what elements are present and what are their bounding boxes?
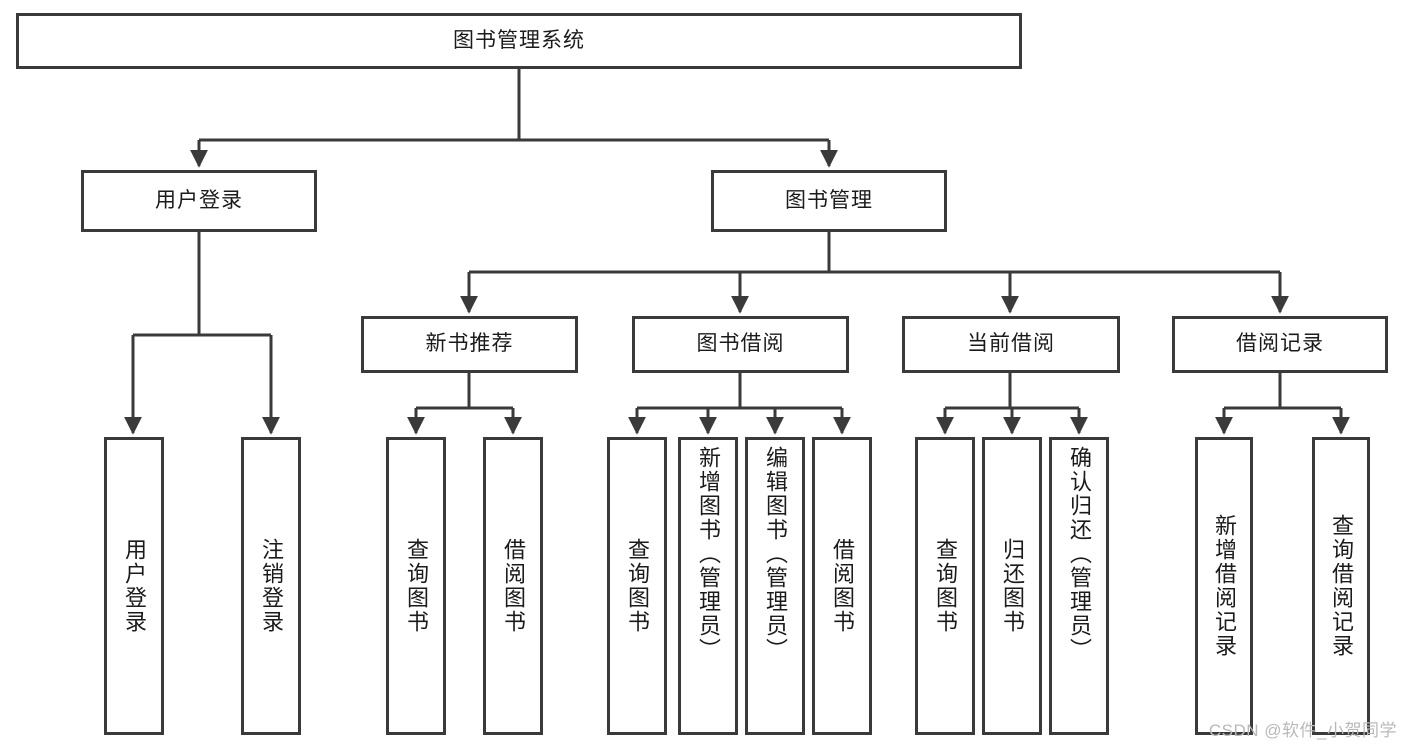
node-current-borrow[interactable]: 当前借阅 xyxy=(902,316,1120,373)
leaf-query-book-current[interactable]: 查询图书 xyxy=(915,437,975,735)
leaf-return-book[interactable]: 归还图书 xyxy=(982,437,1042,735)
node-user-login-label: 用户登录 xyxy=(155,188,243,212)
leaf-add-borrow-record-label: 新增借阅记录 xyxy=(1211,514,1237,658)
node-book-management[interactable]: 图书管理 xyxy=(711,170,947,232)
leaf-user-login-label: 用户登录 xyxy=(121,538,147,634)
leaf-query-borrow-record-label: 查询借阅记录 xyxy=(1328,514,1354,658)
node-book-borrow[interactable]: 图书借阅 xyxy=(632,316,849,373)
node-root-label: 图书管理系统 xyxy=(453,28,585,52)
node-new-book-recommend-label: 新书推荐 xyxy=(425,332,514,356)
leaf-query-book-borrow[interactable]: 查询图书 xyxy=(607,437,667,735)
leaf-query-book-recommend[interactable]: 查询图书 xyxy=(386,437,446,735)
leaf-confirm-return-admin[interactable]: 确认归还（管理员） xyxy=(1049,437,1109,735)
node-borrow-record[interactable]: 借阅记录 xyxy=(1172,316,1388,373)
leaf-borrow-book-recommend-label: 借阅图书 xyxy=(500,538,526,634)
node-book-borrow-label: 图书借阅 xyxy=(696,332,785,356)
leaf-add-book-admin-label: 新增图书（管理员） xyxy=(695,446,721,662)
leaf-confirm-return-admin-label: 确认归还（管理员） xyxy=(1066,446,1092,662)
leaf-logout[interactable]: 注销登录 xyxy=(241,437,301,735)
node-current-borrow-label: 当前借阅 xyxy=(967,332,1055,356)
leaf-borrow-book-label: 借阅图书 xyxy=(829,538,855,634)
node-borrow-record-label: 借阅记录 xyxy=(1236,332,1324,356)
node-new-book-recommend[interactable]: 新书推荐 xyxy=(361,316,578,373)
node-root[interactable]: 图书管理系统 xyxy=(16,13,1022,69)
leaf-query-book-borrow-label: 查询图书 xyxy=(624,538,650,634)
leaf-add-book-admin[interactable]: 新增图书（管理员） xyxy=(678,437,738,735)
leaf-query-borrow-record[interactable]: 查询借阅记录 xyxy=(1312,437,1370,735)
node-user-login[interactable]: 用户登录 xyxy=(81,170,317,232)
leaf-edit-book-admin[interactable]: 编辑图书（管理员） xyxy=(745,437,805,735)
leaf-edit-book-admin-label: 编辑图书（管理员） xyxy=(762,446,788,662)
leaf-query-book-current-label: 查询图书 xyxy=(932,538,958,634)
leaf-query-book-recommend-label: 查询图书 xyxy=(403,538,429,634)
leaf-add-borrow-record[interactable]: 新增借阅记录 xyxy=(1195,437,1253,735)
node-book-management-label: 图书管理 xyxy=(785,188,873,212)
leaf-borrow-book[interactable]: 借阅图书 xyxy=(812,437,872,735)
leaf-logout-label: 注销登录 xyxy=(258,538,284,634)
leaf-borrow-book-recommend[interactable]: 借阅图书 xyxy=(483,437,543,735)
watermark: CSDN @软件_小贺同学 xyxy=(1208,721,1397,740)
leaf-return-book-label: 归还图书 xyxy=(999,538,1025,634)
leaf-user-login[interactable]: 用户登录 xyxy=(104,437,164,735)
